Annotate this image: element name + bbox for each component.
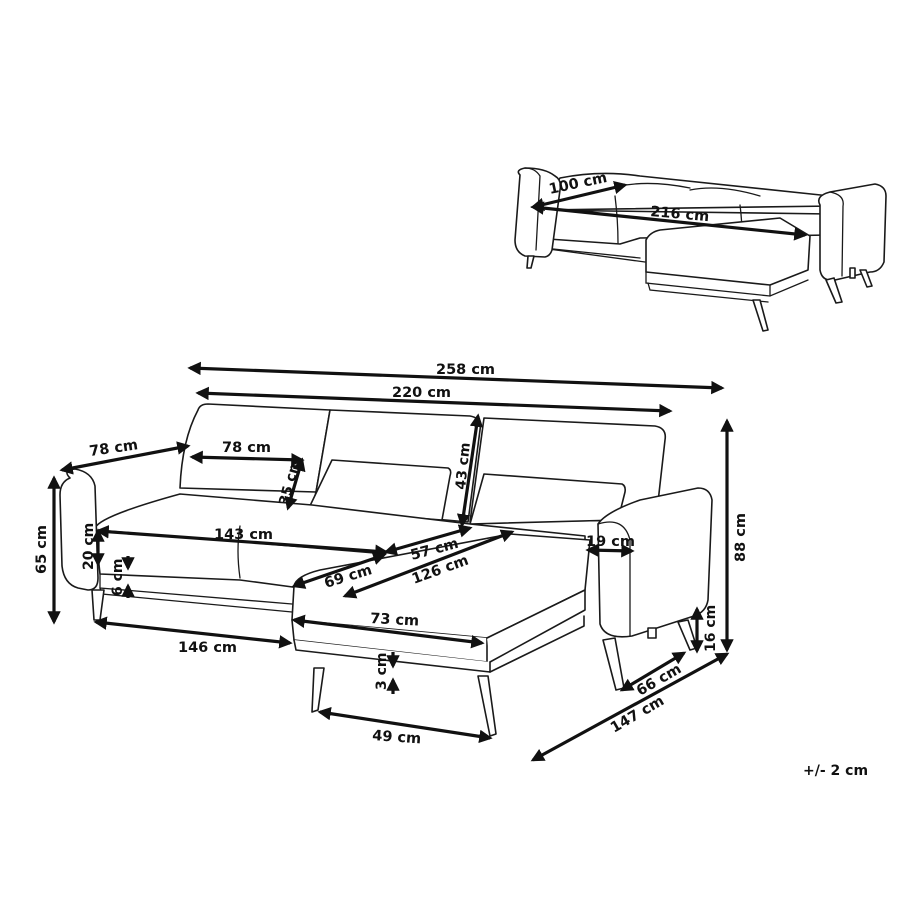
bed-length-arrow (530, 201, 808, 241)
chaise-front-width-arrow (291, 614, 485, 649)
armrest-width-label: 19 cm (586, 534, 635, 550)
tolerance-note: +/- 2 cm (803, 763, 869, 779)
backrest-width-arrow (195, 386, 673, 418)
front-width-label: 146 cm (178, 640, 237, 656)
overall-width-label: 258 cm (436, 362, 495, 378)
overall-width-arrow (187, 361, 725, 395)
bed-length-label: 216 cm (650, 204, 710, 225)
overall-height-label: 88 cm (733, 513, 749, 562)
leg-height-label: 16 cm (703, 605, 719, 652)
chaise-leg-spacing-arrow (317, 706, 493, 744)
seat-width-arrow (95, 525, 389, 558)
backrest-recline-arrow (284, 457, 306, 511)
armrest-depth-left-arrow (59, 441, 191, 475)
chaise-front-width-label: 73 cm (370, 611, 420, 630)
backrest-width-label: 220 cm (392, 385, 451, 401)
armrest-width-arrow (585, 543, 635, 558)
seat-depth-arrow (189, 450, 305, 467)
chaise-base-height-label: 3 cm (374, 652, 390, 690)
chaise-leg-spacing-label: 49 cm (372, 728, 422, 747)
armrest-depth-left-label: 78 cm (88, 437, 139, 460)
seat-width-label: 143 cm (214, 527, 273, 543)
backrest-height-arrow (456, 413, 484, 528)
front-width-arrow (93, 616, 293, 649)
seat-depth-label: 78 cm (222, 440, 271, 456)
overall-depth-arrow (530, 652, 730, 762)
base-height-label: 6 cm (110, 558, 126, 596)
seat-cushion-height-label: 20 cm (81, 523, 97, 570)
chaise-length-arrow (342, 529, 515, 599)
overall-height-left-label: 65 cm (34, 525, 50, 574)
backrest-height-label: 43 cm (453, 442, 474, 491)
